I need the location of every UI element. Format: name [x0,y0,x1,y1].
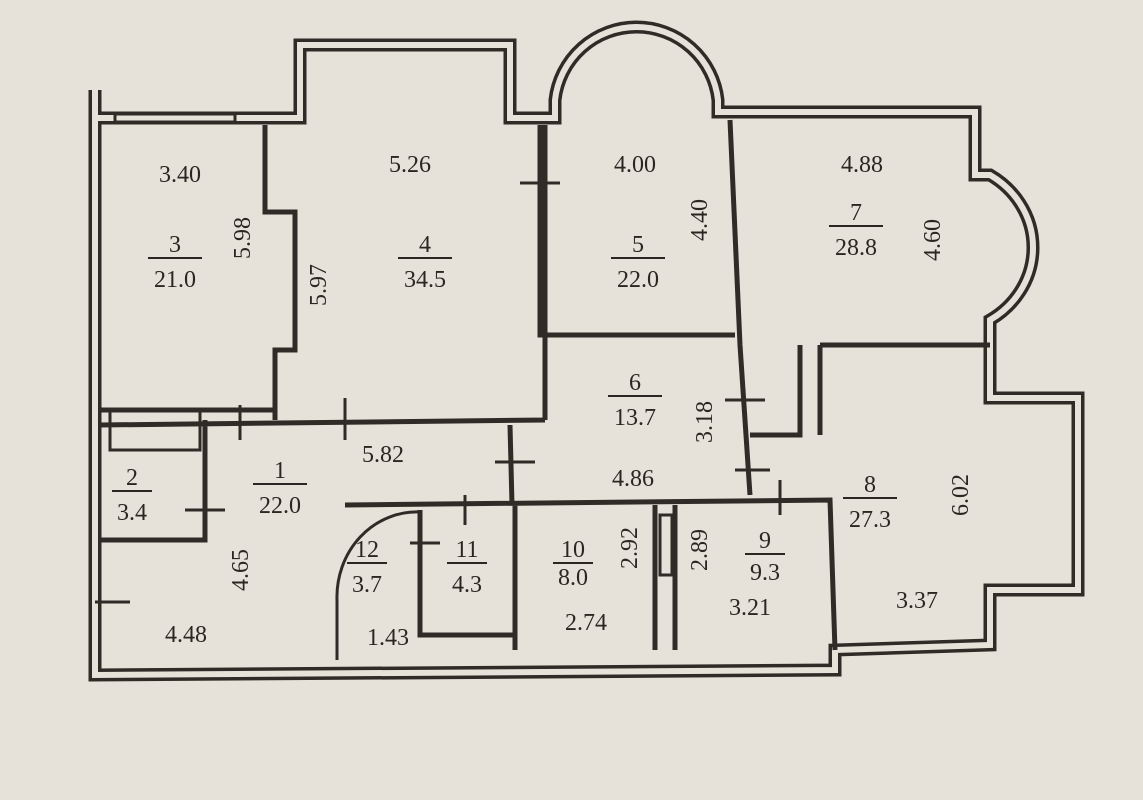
room-labels: 321.0 434.5 522.0 728.8 613.7 122.0 23.4… [112,200,897,598]
shaft [658,513,674,577]
room-area: 34.5 [404,267,446,293]
dim-label: 4.88 [841,152,883,178]
room-3: 321.0 [148,232,202,293]
room-number: 9 [759,528,771,554]
room-number: 7 [850,200,862,226]
room-number: 2 [126,465,138,491]
dimension-labels: 3.40 5.98 5.26 5.97 4.00 4.40 4.88 4.60 … [159,152,974,651]
dim-label: 4.40 [687,199,713,241]
dim-label: 6.02 [948,474,974,516]
room-number: 10 [561,537,585,563]
dim-label: 4.65 [228,549,254,591]
room-1: 122.0 [253,458,307,519]
room-area: 27.3 [849,507,891,533]
room-8: 827.3 [843,472,897,533]
room-7: 728.8 [829,200,883,261]
dim-label: 3.40 [159,162,201,188]
room-number: 4 [419,232,431,258]
dim-label: 4.00 [614,152,656,178]
room-number: 8 [864,472,876,498]
dim-label: 3.21 [729,595,771,621]
wardrobe [108,408,202,452]
room-2: 23.4 [112,465,152,526]
room-area: 21.0 [154,267,196,293]
window [113,112,237,124]
room-number: 5 [632,232,644,258]
room-area: 3.4 [117,500,147,526]
room-4: 434.5 [398,232,452,293]
room-area: 13.7 [614,405,656,431]
room-9: 99.3 [745,528,785,586]
walls [88,20,1085,682]
dim-label: 4.60 [920,219,946,261]
dim-label: 2.92 [617,527,643,569]
room-area: 22.0 [259,493,301,519]
closet-arc [335,510,421,660]
dim-label: 2.74 [565,610,607,636]
dim-label: 1.43 [367,625,409,651]
dim-label: 5.98 [230,217,256,259]
dim-label: 4.86 [612,466,654,492]
room-number: 3 [169,232,181,258]
room-area: 4.3 [452,572,482,598]
dim-label: 3.37 [896,588,938,614]
room-number: 1 [274,458,286,484]
room-number: 6 [629,370,641,396]
room-5: 522.0 [611,232,665,293]
room-area: 28.8 [835,235,877,261]
dim-label: 2.89 [687,529,713,571]
room-11: 114.3 [447,537,487,598]
room-area: 9.3 [750,560,780,586]
dim-label: 4.48 [165,622,207,648]
room-6: 613.7 [608,370,662,431]
room-area: 8.0 [558,565,588,591]
room-area: 22.0 [617,267,659,293]
room-area: 3.7 [352,572,382,598]
dim-label: 5.82 [362,442,404,468]
room-number: 12 [355,537,379,563]
dim-label: 5.26 [389,152,431,178]
dim-label: 3.18 [692,401,718,443]
dim-label: 5.97 [306,264,332,306]
room-number: 11 [455,537,478,563]
room-12: 123.7 [347,537,387,598]
room-10: 108.0 [553,537,593,591]
door-marks [95,181,782,604]
